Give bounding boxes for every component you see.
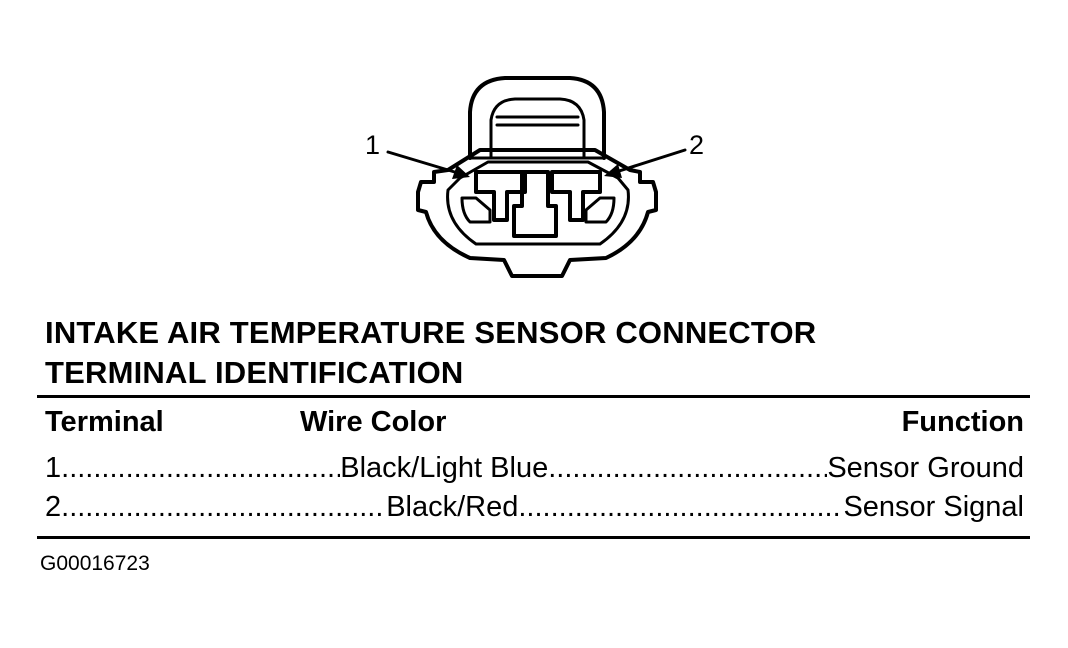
function-cell: Sensor Ground	[827, 452, 1024, 484]
table-row: 2 Black/Red Sensor Signal	[45, 493, 1024, 529]
function-cell: Sensor Signal	[843, 491, 1024, 523]
wire-color-cell: Black/Red	[386, 491, 519, 523]
callout-1-arrow	[386, 150, 460, 175]
dot-leader	[548, 454, 827, 483]
figure-id: G00016723	[40, 552, 150, 575]
connector-face-diagram	[386, 76, 687, 278]
callout-2-arrowhead	[604, 164, 622, 178]
diagram-title: INTAKE AIR TEMPERATURE SENSOR CONNECTOR	[45, 315, 817, 350]
connector-housing-inner	[446, 160, 630, 246]
terminal-cell: 1	[45, 452, 62, 484]
table-top-rule	[37, 395, 1030, 398]
terminal-cell: 2	[45, 491, 62, 523]
terminal-2-rib	[584, 196, 616, 224]
callout-label-2: 2	[689, 130, 705, 160]
dot-leader	[518, 493, 843, 522]
diagram-subtitle: TERMINAL IDENTIFICATION	[45, 355, 464, 390]
connector-latch-inner	[489, 97, 586, 160]
table-bottom-rule	[37, 536, 1030, 539]
column-header-terminal: Terminal	[45, 406, 164, 438]
terminal-1-rib	[460, 196, 492, 224]
callout-2-arrow	[614, 148, 687, 174]
column-header-wire-color: Wire Color	[300, 406, 447, 438]
connector-latch	[468, 76, 606, 160]
dot-leader	[61, 454, 340, 483]
dot-leader	[61, 493, 386, 522]
wire-color-cell: Black/Light Blue	[340, 452, 549, 484]
callout-1-arrowhead	[452, 165, 470, 179]
callout-label-1: 1	[365, 130, 381, 160]
terminal-1-cavity	[474, 170, 527, 222]
table-row: 1 Black/Light Blue Sensor Ground	[45, 454, 1024, 490]
connector-housing-outer	[416, 148, 658, 278]
terminal-center-key	[512, 170, 558, 238]
terminal-2-cavity	[550, 170, 602, 222]
column-header-function: Function	[901, 406, 1024, 438]
